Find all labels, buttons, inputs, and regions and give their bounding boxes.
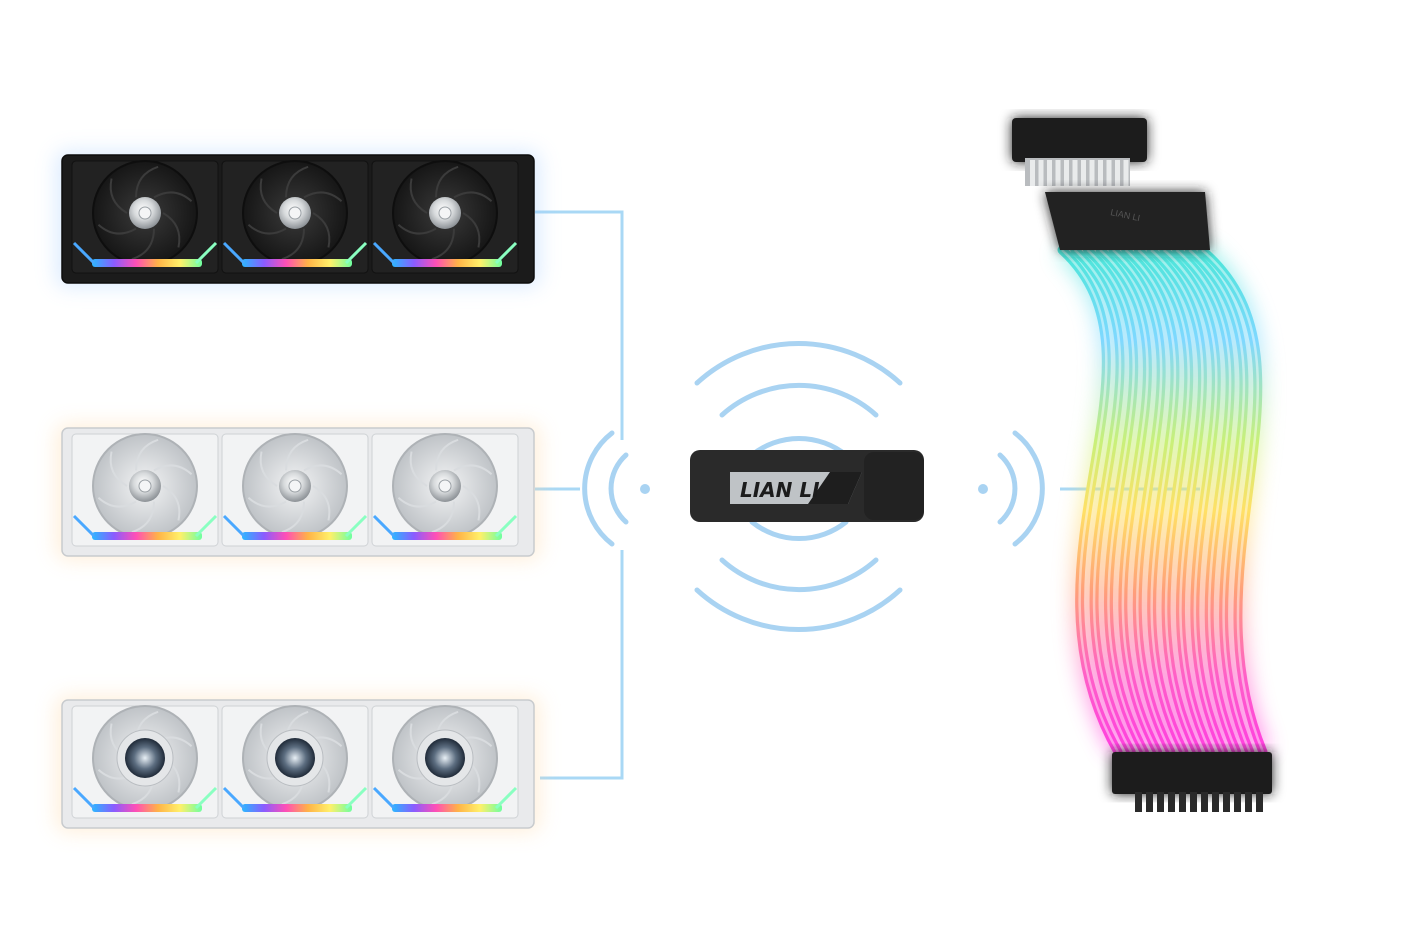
cable-strand [1070, 245, 1136, 757]
cable-connector-bottom [1112, 752, 1272, 812]
wave-bottom-inner [719, 557, 879, 592]
cable-strand [1108, 245, 1176, 757]
wave-right-mid [997, 452, 1018, 525]
fan-rgb-strip [392, 259, 502, 267]
fan-rgb-strip [92, 532, 202, 540]
wireless-waves [582, 340, 1045, 633]
fan [221, 433, 369, 547]
cable-strand [1133, 245, 1202, 757]
wave-left-dot [640, 484, 650, 494]
fan-rgb-strip [242, 532, 352, 540]
dongle-badge-dark [808, 472, 862, 504]
cable-strand [1121, 245, 1189, 757]
cable-strand [1172, 245, 1242, 757]
cable-strand [1095, 245, 1163, 757]
fan [71, 705, 219, 819]
fan [71, 433, 219, 547]
fan [371, 160, 519, 274]
cable-strand [1082, 245, 1149, 757]
cable-strand [1184, 245, 1255, 757]
cable-strand [1057, 245, 1123, 757]
cable-strand [1159, 245, 1228, 757]
link-line-top [535, 210, 624, 440]
wireless-dongle: LIAN LI [690, 450, 924, 522]
wave-top-outer [694, 340, 903, 386]
fan-rgb-strip [92, 259, 202, 267]
fan-group-white-lcd [56, 696, 540, 832]
fan [221, 705, 369, 819]
fan [221, 160, 369, 274]
wave-left-outer [582, 430, 615, 547]
dongle-cap [864, 452, 924, 520]
fan [371, 433, 519, 547]
cable-connector-top: LIAN LI [1012, 118, 1210, 250]
fan-rgb-strip [242, 804, 352, 812]
fan-rgb-strip [392, 532, 502, 540]
wave-top-inner [719, 383, 879, 418]
fan [371, 705, 519, 819]
wave-right-outer [1012, 430, 1045, 547]
fan-rgb-strip [392, 804, 502, 812]
wave-top-core [749, 436, 849, 458]
wave-bottom-core [749, 519, 849, 541]
fan [71, 160, 219, 274]
fan-rgb-strip [92, 804, 202, 812]
link-line-bottom [540, 550, 624, 780]
fan-group-white [56, 424, 540, 560]
wave-right-dot [978, 484, 988, 494]
rgb-cable: LIAN LI [1012, 118, 1272, 812]
cable-strand [1146, 245, 1215, 757]
fan-rgb-strip [242, 259, 352, 267]
fan-group-black [56, 151, 540, 287]
wave-bottom-outer [694, 587, 903, 633]
wave-left-mid [608, 452, 629, 525]
cable-strand [1197, 245, 1268, 757]
dongle-logo: LIAN LI [740, 478, 820, 502]
